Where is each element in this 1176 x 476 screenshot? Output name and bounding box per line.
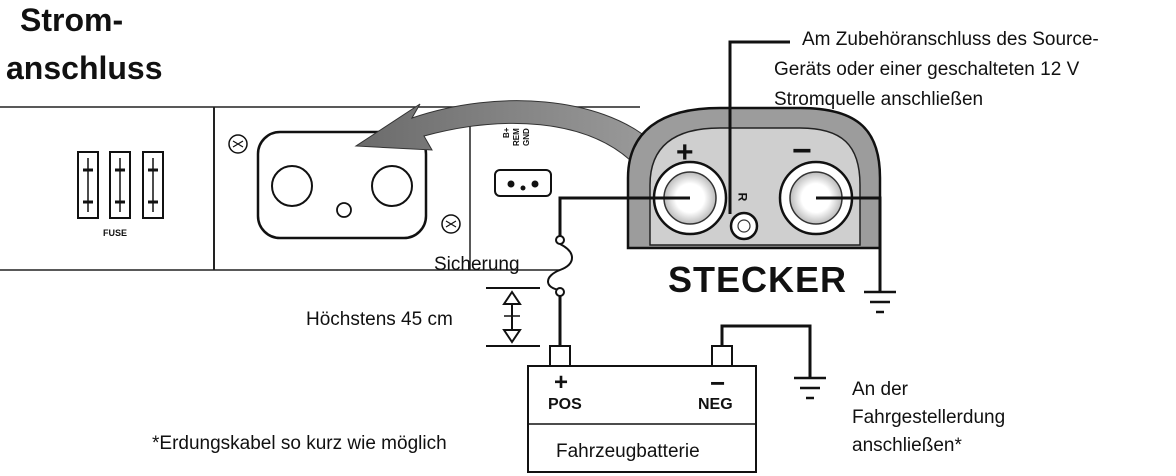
ground-symbol-connector xyxy=(864,290,896,314)
connector-label: STECKER xyxy=(668,259,848,300)
ground-note-line-2: Fahrgestellerdung xyxy=(852,407,1006,428)
amp-fuse-label: FUSE xyxy=(103,228,128,238)
battery-pos-sign: + xyxy=(554,369,569,396)
title-line-2: anschluss xyxy=(6,50,163,86)
connector-minus-sign: − xyxy=(792,132,812,170)
terminal-label-bplus: B+ xyxy=(502,127,511,138)
amp-small-terminal xyxy=(494,169,552,197)
terminal-label-rem: REM xyxy=(512,128,521,146)
amp-power-socket xyxy=(228,130,461,240)
amp-fuse-block xyxy=(77,151,164,219)
connector-plug xyxy=(626,106,882,250)
title-line-1: Strom- xyxy=(20,2,124,38)
ground-note-line-3: anschließen* xyxy=(852,435,962,456)
length-dimension xyxy=(486,287,540,347)
battery-neg-label: NEG xyxy=(698,396,733,413)
source-note-line-2: Geräts oder einer geschalteten 12 V xyxy=(774,59,1080,80)
battery xyxy=(527,345,757,473)
battery-neg-sign: − xyxy=(710,368,726,398)
fuse-label: Sicherung xyxy=(434,254,520,275)
terminal-label-gnd: GND xyxy=(522,128,531,146)
amp-terminal-labels: B+ REM GND xyxy=(492,116,552,170)
insert-arrow xyxy=(354,100,651,161)
max-length-label: Höchstens 45 cm xyxy=(306,309,453,330)
battery-pos-label: POS xyxy=(548,396,582,413)
footnote: *Erdungskabel so kurz wie möglich xyxy=(152,433,447,454)
ground-symbol-battery xyxy=(794,376,826,400)
connector-plus-sign: + xyxy=(676,136,694,169)
ground-note-line-1: An der xyxy=(852,379,908,400)
source-note-line-1: Am Zubehöranschluss des Source- xyxy=(802,29,1099,50)
battery-label: Fahrzeugbatterie xyxy=(556,441,700,462)
wires xyxy=(547,40,882,378)
source-note-line-3: Stromquelle anschließen xyxy=(774,89,984,110)
connector-remote-label: R xyxy=(735,192,750,202)
